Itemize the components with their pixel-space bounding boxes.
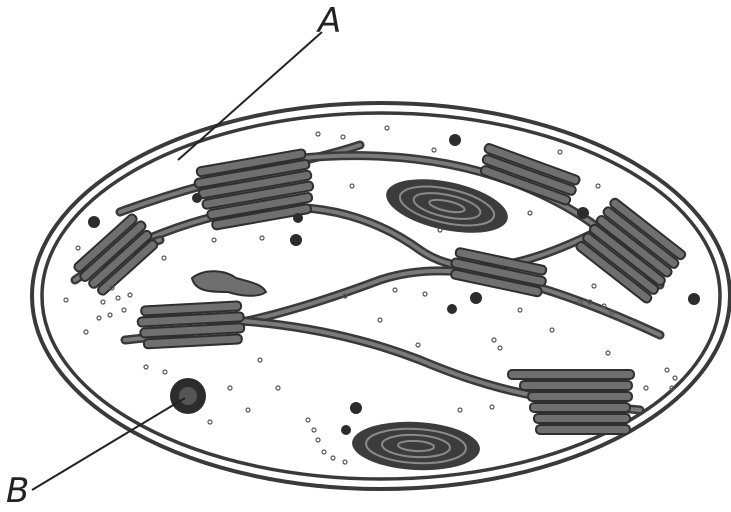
- granum-right: [575, 197, 687, 304]
- label-a-leader: [178, 32, 322, 160]
- granum-left: [71, 212, 162, 299]
- granule-b: [170, 378, 206, 414]
- label-b: B: [6, 474, 29, 508]
- lipid-blob: [192, 271, 266, 296]
- pyrenoid-upper: [381, 170, 512, 243]
- label-b-leader: [32, 398, 185, 490]
- label-a: A: [318, 4, 341, 38]
- pyrenoid-lower: [351, 419, 481, 474]
- granum-mid-left: [137, 301, 245, 348]
- granum-top-right: [476, 143, 581, 206]
- granum-bottom-right: [508, 370, 634, 434]
